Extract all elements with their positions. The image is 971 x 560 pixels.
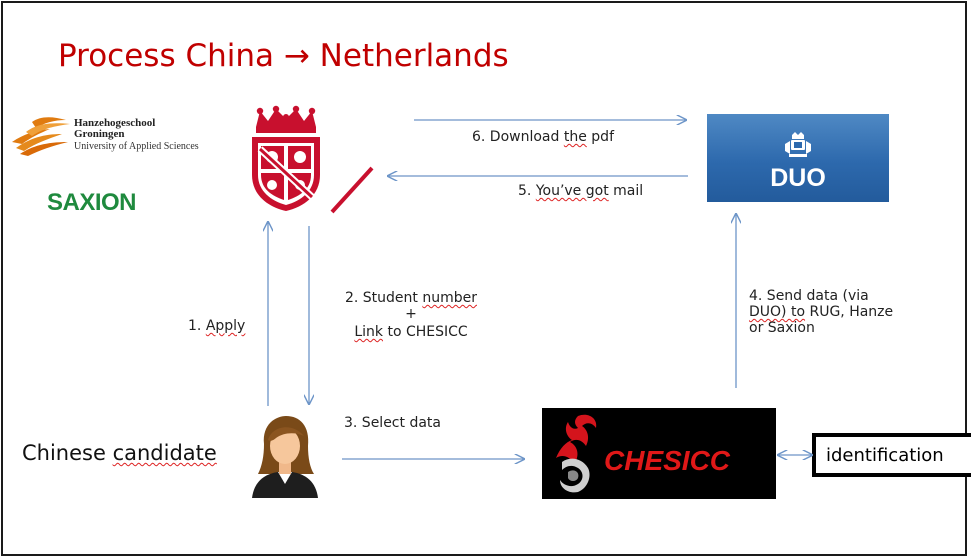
hanze-name-line1: Hanzehogeschool (74, 117, 156, 129)
candidate-label-pre: Chinese (22, 441, 113, 465)
chesicc-logo-text: CHESICC (604, 445, 731, 476)
identification-box (812, 433, 971, 477)
duo-logo: DUO (707, 114, 889, 202)
duo-emblem-icon (785, 132, 811, 157)
step-5-label: 5. You’ve got mail (518, 183, 643, 199)
candidate-label-word: candidate (112, 441, 217, 465)
hanze-flame-icon (12, 117, 70, 156)
saxion-logo: SAXION (47, 189, 137, 216)
step-2-pre: 2. Student (344, 290, 423, 306)
chinese-candidate-label: Chinese candidate (22, 441, 217, 465)
step-4-line2-rest: RUG, Hanze (805, 304, 894, 320)
step-1-text: Apply (205, 318, 246, 334)
hanze-logo (10, 112, 200, 158)
step-4-squig: DUO) to (749, 304, 806, 320)
step-1-number: 1. (188, 318, 206, 334)
rug-crest-logo (244, 105, 328, 213)
step-5-pre: 5. (518, 183, 536, 199)
rug-crest-icon (252, 105, 320, 211)
chesicc-rooster-icon (556, 414, 597, 493)
step-6-pre: 6. Download (472, 129, 564, 145)
step-1-label: 1. Apply (188, 318, 245, 334)
step-4-line2: DUO) to RUG, Hanze (749, 304, 893, 320)
step-4-label: 4. Send data (via DUO) to RUG, Hanze or … (749, 288, 893, 336)
step-2-squig: number (422, 290, 477, 306)
hanze-name: Hanzehogeschool Groningen (74, 118, 155, 140)
step-2-plus: + (405, 306, 417, 322)
step-4-line1: 4. Send data (via (749, 288, 869, 304)
step-6-squig: the (563, 129, 587, 145)
step-3-label: 3. Select data (344, 415, 441, 431)
step-2-line3: Link to CHESICC (336, 324, 486, 340)
step-2-label: 2. Student number + Link to CHESICC (336, 290, 486, 340)
hanze-subtitle: University of Applied Sciences (74, 141, 199, 152)
identification-label: identification (826, 445, 944, 466)
duo-logo-text: DUO (770, 164, 826, 192)
red-slash-mark (330, 166, 374, 214)
step-2-link-rest: to CHESICC (383, 324, 468, 340)
step-2-link: Link (354, 324, 383, 340)
chesicc-logo: CHESICC (542, 408, 776, 499)
slide-title: Process China → Netherlands (58, 38, 509, 74)
step-6-label: 6. Download the pdf (472, 129, 614, 145)
step-2-line1: 2. Student number (336, 290, 486, 306)
step-5-post: mail (608, 183, 644, 199)
candidate-avatar-icon (252, 416, 318, 498)
hanze-name-line2: Groningen (74, 128, 125, 140)
step-4-line3: or Saxion (749, 320, 815, 336)
step-5-squig: You’ve got (535, 183, 609, 199)
step-6-post: pdf (586, 129, 614, 145)
